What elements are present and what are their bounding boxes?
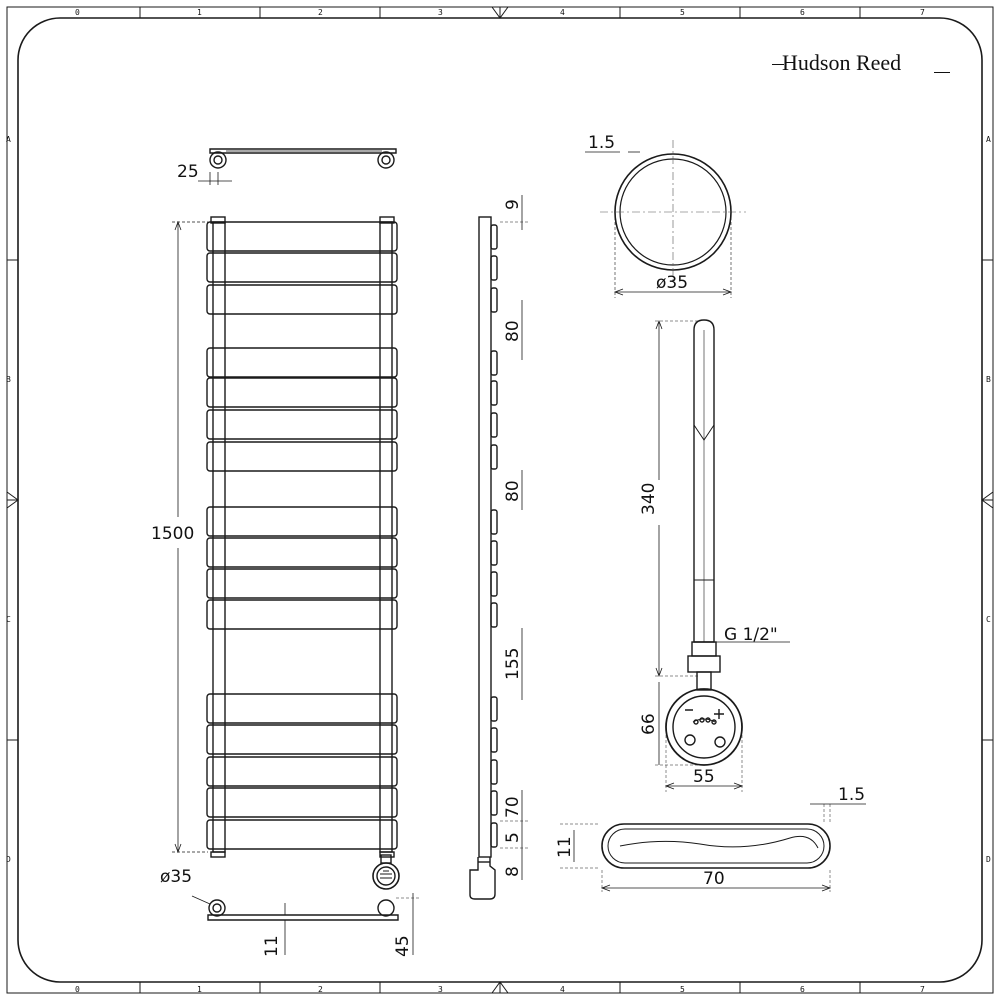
grid-column-label: 1 [197, 985, 202, 994]
dim-element-thread: G 1/2" [724, 625, 778, 645]
tube-cross-section [585, 140, 746, 298]
dim-controller-width: 55 [693, 767, 715, 787]
grid-column-label: 6 [800, 985, 805, 994]
dim-side-gap-3: 155 [503, 648, 523, 680]
grid-column-label: 1 [197, 8, 202, 17]
side-fin [490, 822, 498, 848]
dim-side-gap-small: 5 [503, 832, 523, 843]
side-fin [490, 380, 498, 406]
brand-rule-left [772, 64, 784, 65]
side-fin [490, 571, 498, 597]
radiator-bar [206, 377, 398, 408]
grid-row-label: A [986, 135, 991, 144]
brand-logo: Hudson Reed [770, 48, 960, 80]
grid-row-label: D [6, 855, 11, 864]
dim-bottom-pipe-diameter: ø35 [160, 867, 192, 887]
grid-column-label: 7 [920, 985, 925, 994]
dim-side-bar: 70 [503, 796, 523, 818]
brand-rule-right [934, 72, 950, 73]
radiator-bar [206, 724, 398, 755]
grid-column-label: 5 [680, 985, 685, 994]
dim-bar-width: 70 [703, 869, 725, 889]
side-fin [490, 759, 498, 785]
grid-column-label: 3 [438, 8, 443, 17]
grid-column-label: 0 [75, 985, 80, 994]
grid-row-label: A [6, 135, 11, 144]
dim-element-length: 340 [639, 483, 659, 515]
side-fin [490, 602, 498, 628]
radiator-bar [206, 599, 398, 630]
grid-row-label: C [986, 615, 991, 624]
radiator-bar [206, 537, 398, 568]
dim-side-top: 9 [503, 199, 523, 210]
side-fin [490, 509, 498, 535]
radiator-bar [206, 441, 398, 472]
side-fin [490, 412, 498, 438]
radiator-front-view [206, 216, 400, 890]
grid-row-label: D [986, 855, 991, 864]
radiator-bar [206, 756, 398, 787]
grid-column-label: 5 [680, 8, 685, 17]
side-fin [490, 790, 498, 816]
grid-row-label: C [6, 615, 11, 624]
radiator-bars [206, 221, 398, 850]
radiator-top-view [198, 148, 397, 185]
side-fin [490, 444, 498, 470]
side-fins [490, 224, 498, 848]
grid-column-label: 2 [318, 8, 323, 17]
radiator-bar [206, 693, 398, 724]
dim-side-bottom: 8 [503, 866, 523, 877]
side-fin [490, 255, 498, 281]
side-fin [490, 350, 498, 376]
dim-bar-wall: 1.5 [838, 785, 865, 805]
dim-overall-height: 1500 [151, 524, 194, 544]
drawing-frame [6, 6, 994, 994]
grid-row-label: B [986, 375, 991, 384]
grid-column-label: 2 [318, 985, 323, 994]
dim-overall-height-line [172, 220, 208, 854]
brand-name: Hudson Reed [782, 50, 902, 75]
grid-column-label: 7 [920, 8, 925, 17]
grid-column-label: 3 [438, 985, 443, 994]
grid-column-label: 4 [560, 8, 565, 17]
radiator-bar [206, 284, 398, 315]
side-fin [490, 224, 498, 250]
dim-top-offset: 25 [177, 162, 199, 182]
side-fin [490, 696, 498, 722]
dim-tube-wall: 1.5 [588, 133, 615, 153]
radiator-bar [206, 252, 398, 283]
radiator-bar [206, 347, 398, 378]
radiator-side-view [469, 195, 530, 900]
side-fin [490, 540, 498, 566]
radiator-bar [206, 787, 398, 818]
dim-controller-height: 66 [639, 713, 659, 735]
dim-side-gap-2: 80 [503, 480, 523, 502]
radiator-bar [206, 221, 398, 252]
grid-column-label: 6 [800, 8, 805, 17]
grid-row-label: B [6, 375, 11, 384]
grid-column-label: 0 [75, 8, 80, 17]
radiator-bar [206, 506, 398, 537]
radiator-bar [206, 409, 398, 440]
side-fin [490, 287, 498, 313]
bar-cross-section [560, 803, 866, 892]
dim-bar-height: 11 [555, 836, 575, 858]
side-fin [490, 727, 498, 753]
dim-valve-drop: 45 [393, 935, 413, 957]
radiator-bottom-view [191, 893, 420, 955]
dim-side-gap-1: 80 [503, 320, 523, 342]
radiator-bar [206, 568, 398, 599]
radiator-bar [206, 819, 398, 850]
dim-tube-diameter: ø35 [656, 273, 688, 293]
grid-column-label: 4 [560, 985, 565, 994]
heating-element [655, 319, 790, 792]
dim-valve-offset: 11 [262, 935, 282, 957]
